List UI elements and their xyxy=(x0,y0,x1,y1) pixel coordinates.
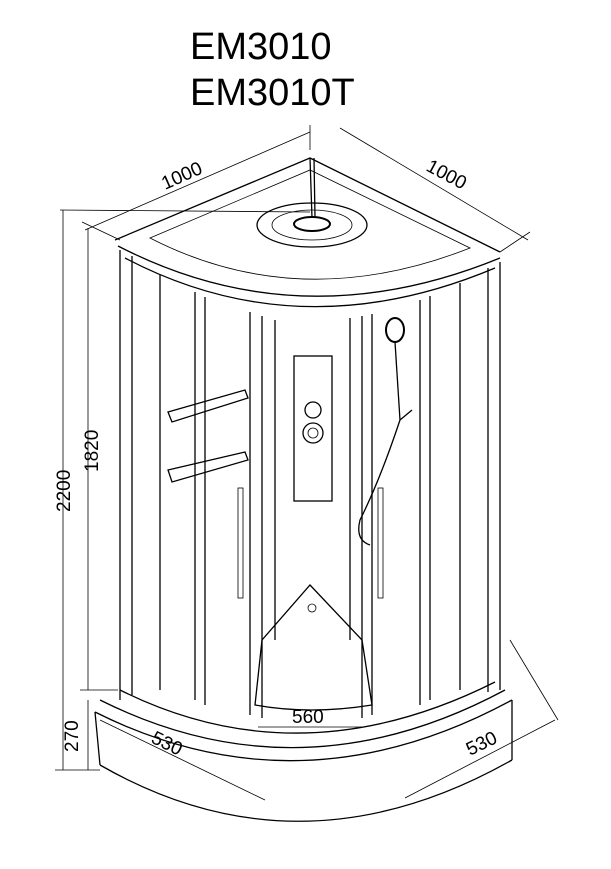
control-panel xyxy=(293,355,333,502)
dim-top-left: 1000 xyxy=(158,158,205,194)
side-dimension-lines xyxy=(55,210,559,801)
dim-top-right: 1000 xyxy=(423,156,470,194)
cabin-frame xyxy=(119,250,501,718)
dim-cabin-height: 1820 xyxy=(82,430,103,472)
dim-base-right: 530 xyxy=(463,728,501,761)
dim-tray-height: 270 xyxy=(62,720,83,752)
shower-tray xyxy=(94,584,513,822)
cabin-roof xyxy=(114,157,501,308)
hand-shower xyxy=(358,317,413,546)
model-title-2: EM3010T xyxy=(190,72,355,114)
dim-total-height: 2200 xyxy=(54,470,75,512)
model-title-1: EM3010 xyxy=(190,26,332,68)
dim-base-left: 530 xyxy=(148,728,186,761)
dim-door-width: 560 xyxy=(292,707,324,728)
shelves xyxy=(167,389,249,483)
